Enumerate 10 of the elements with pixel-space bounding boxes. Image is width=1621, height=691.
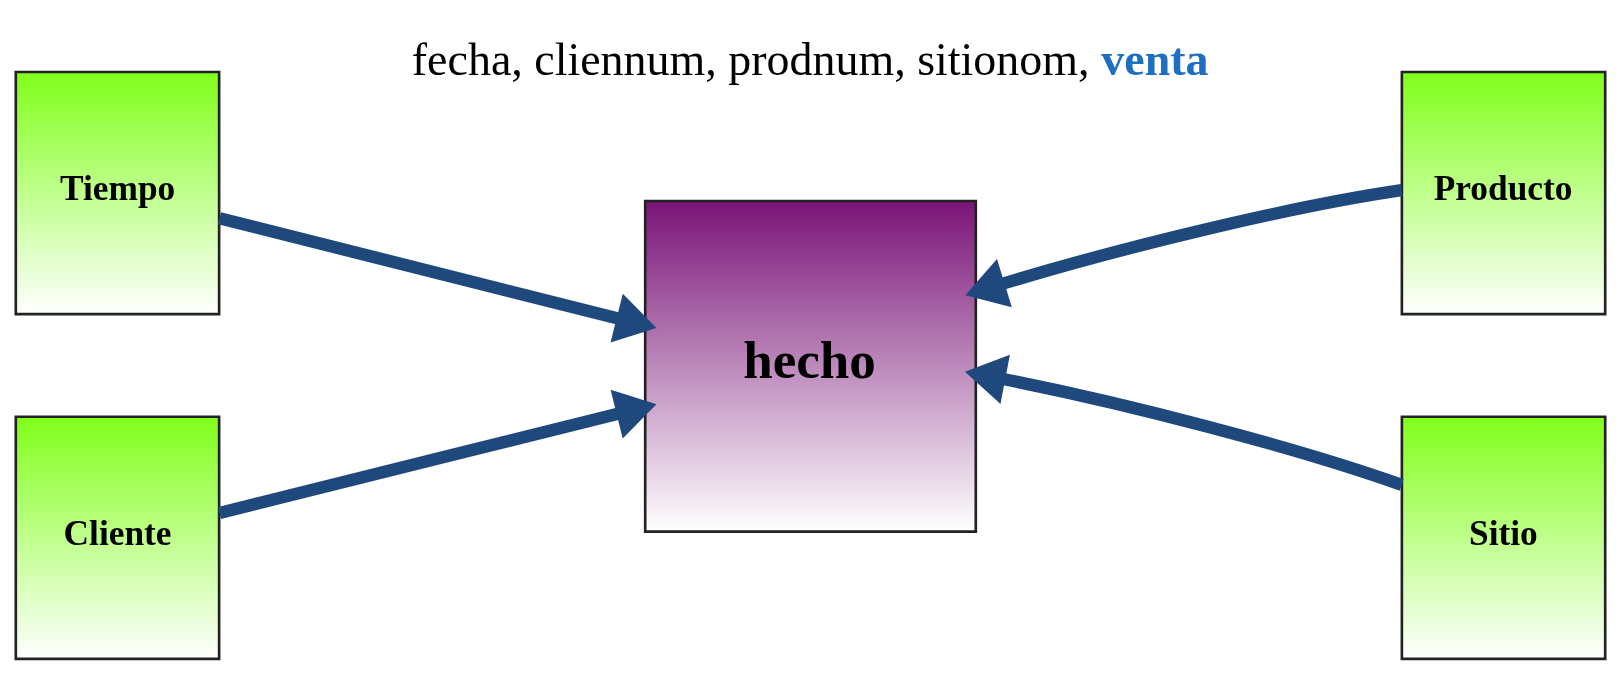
node-label: fecha, cliennum, prodnum, sitionom, venta xyxy=(411,33,1209,85)
arrow xyxy=(218,389,657,519)
arrow xyxy=(218,211,657,342)
arrow xyxy=(964,354,1404,491)
node-box: hecho xyxy=(643,199,978,533)
arrow xyxy=(965,183,1403,307)
node-box: Cliente xyxy=(14,414,221,660)
node-box: Tiempo xyxy=(14,70,221,315)
node-box: Producto xyxy=(1400,70,1607,315)
node-box: Sitio xyxy=(1400,414,1607,660)
